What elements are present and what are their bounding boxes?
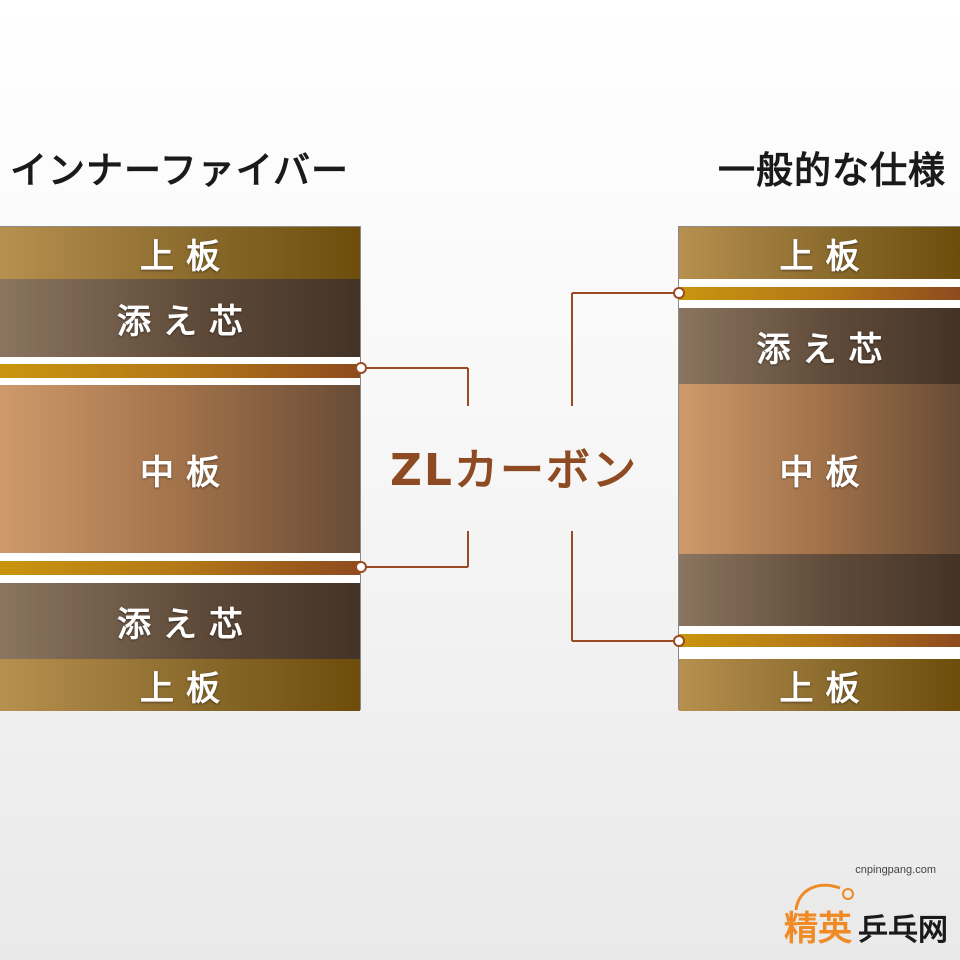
layer-label: 上板: [140, 236, 232, 277]
layer-white-gap: [0, 357, 360, 364]
layer-label: 中板: [779, 452, 872, 493]
layer-label: 添え芯: [756, 329, 895, 370]
zl-carbon-label: ZLカーボン: [390, 445, 638, 496]
svg-text:精英: 精英: [784, 909, 853, 949]
layer-zl-carbon: [0, 364, 360, 378]
layer-white-gap: [679, 300, 960, 308]
connector-dot: [673, 635, 685, 647]
layer-core-lower: [679, 554, 960, 626]
layer-white-gap: [679, 626, 960, 634]
watermark-seal: 精英 乒乓网: [784, 883, 948, 949]
layer-zl-carbon: [0, 561, 360, 575]
left-connector-top: [361, 367, 469, 406]
left-title: インナーファイバー: [10, 149, 350, 192]
layer-mid-ply: 中板: [0, 385, 360, 553]
layer-mid-ply: 中板: [679, 384, 960, 554]
layer-white-gap: [0, 575, 360, 583]
layer-white-gap: [0, 553, 360, 561]
layer-top-ply: 上板: [0, 227, 360, 279]
layer-top-ply: 上板: [679, 227, 960, 279]
layer-white-gap: [679, 279, 960, 287]
layer-label: 添え芯: [117, 301, 255, 342]
layer-white-gap: [679, 647, 960, 659]
connector-dot: [355, 362, 367, 374]
svg-text:乒乓网: 乒乓网: [858, 913, 948, 948]
connector-dot: [673, 287, 685, 299]
right-title: 一般的な仕様: [718, 149, 946, 192]
layer-label: 上板: [779, 668, 872, 709]
layer-core-bottom: 添え芯: [0, 583, 360, 659]
right-connector-bottom: [571, 531, 679, 642]
layer-label: 上板: [140, 668, 232, 709]
layer-white-gap: [0, 378, 360, 385]
inner-fiber-stack: 上板 添え芯 中板 添え芯 上板: [0, 226, 361, 711]
watermark-url: cnpingpang.com: [855, 864, 936, 876]
left-connector-bottom: [361, 531, 469, 568]
watermark-logo: cnpingpang.com 精英 乒乓网: [778, 860, 948, 950]
layer-label: 中板: [140, 452, 232, 493]
right-connector-top: [571, 292, 679, 406]
layer-core: 添え芯: [679, 308, 960, 384]
layer-bottom-ply: 上板: [0, 659, 360, 711]
layer-zl-carbon: [679, 287, 960, 300]
layer-core-top: 添え芯: [0, 279, 360, 357]
layer-bottom-ply: 上板: [679, 659, 960, 711]
conventional-stack: 上板 添え芯 中板 上板: [678, 226, 960, 711]
layer-label: 上板: [779, 236, 872, 277]
layer-zl-carbon: [679, 634, 960, 647]
connector-dot: [355, 561, 367, 573]
layer-label: 添え芯: [117, 604, 255, 645]
